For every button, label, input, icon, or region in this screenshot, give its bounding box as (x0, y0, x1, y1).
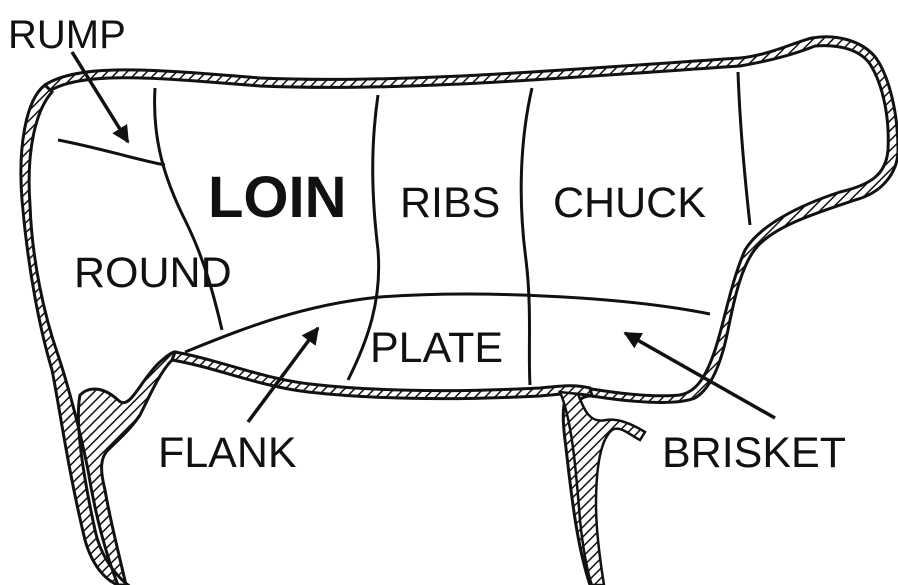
label-loin: LOIN (208, 165, 347, 230)
label-plate: PLATE (370, 324, 503, 372)
brisket-arrow (625, 333, 775, 418)
label-rump: RUMP (8, 13, 126, 57)
label-chuck: CHUCK (553, 179, 706, 227)
body-outline (45, 37, 898, 585)
label-flank: FLANK (158, 429, 297, 477)
rear-leg (21, 85, 175, 585)
label-brisket: BRISKET (662, 429, 846, 477)
label-round: ROUND (74, 249, 232, 297)
rump-arrow (72, 52, 128, 142)
label-ribs: RIBS (400, 179, 500, 227)
